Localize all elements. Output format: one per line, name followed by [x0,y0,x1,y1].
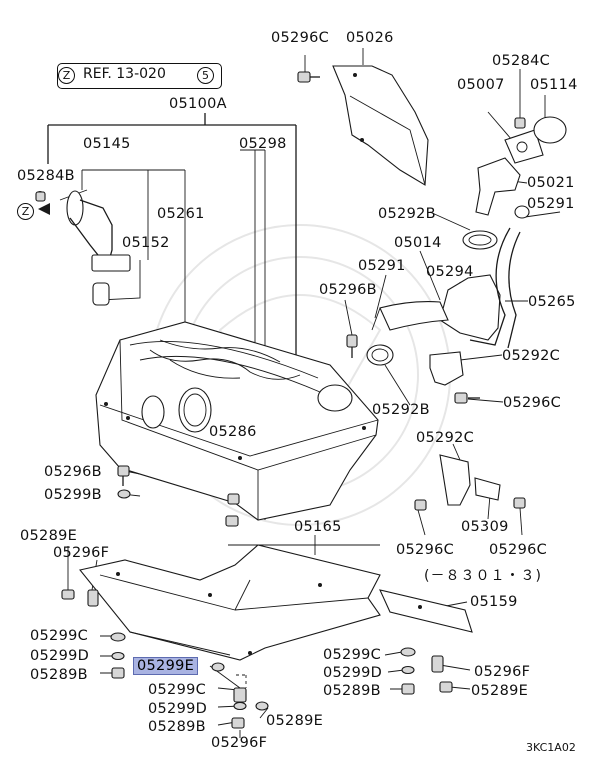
part-label-05007[interactable]: 05007 [457,77,505,93]
part-label-05299b[interactable]: 05299B [44,487,102,503]
figure-marker: 5 [197,67,214,84]
part-label-05159[interactable]: 05159 [470,594,518,610]
part-label-05021[interactable]: 05021 [527,175,575,191]
part-label-05289b-right[interactable]: 05289B [323,683,381,699]
part-label-05292b-low[interactable]: 05292B [372,402,430,418]
fuel-tank [95,321,379,521]
part-label-05014[interactable]: 05014 [394,235,442,251]
part-label-05299c-right[interactable]: 05299C [323,647,382,663]
part-label-05299c-bottom[interactable]: 05299C [148,682,207,698]
part-label-05296b-left[interactable]: 05296B [44,464,102,480]
part-label-05299d-left[interactable]: 05299D [30,648,90,664]
skid-hardware [61,589,453,729]
part-label-05289e-left[interactable]: 05289E [20,528,78,544]
part-label-05309[interactable]: 05309 [461,519,509,535]
part-label-05165[interactable]: 05165 [294,519,342,535]
part-label-05261[interactable]: 05261 [157,206,205,222]
diagram-code: 3KC1A02 [526,741,576,754]
filler-neck [371,116,567,349]
part-label-05296f-bottom[interactable]: 05296F [211,735,268,751]
part-label-05296f-right[interactable]: 05296F [474,664,531,680]
part-label-05292b-top[interactable]: 05292B [378,206,436,222]
sender-unit [36,190,131,306]
part-label-05145[interactable]: 05145 [83,136,131,152]
part-label-05284b[interactable]: 05284B [17,168,75,184]
date-note: (－８３０１・３) [424,568,542,584]
bolts [35,71,526,527]
clamps [366,205,530,506]
part-label-05026[interactable]: 05026 [346,30,394,46]
part-label-05298[interactable]: 05298 [239,136,287,152]
part-label-05114[interactable]: 05114 [530,77,578,93]
part-label-05292c-b[interactable]: 05292C [416,430,475,446]
part-label-05265[interactable]: 05265 [528,294,576,310]
zone-marker: Z [58,67,75,84]
part-label-05299e-selected[interactable]: 05299E [132,657,199,675]
part-label-05291-mid[interactable]: 05291 [358,258,406,274]
part-label-05296c-low2[interactable]: 05296C [489,542,548,558]
part-label-05291-right[interactable]: 05291 [527,196,575,212]
part-label-05299d-right[interactable]: 05299D [323,665,383,681]
part-label-05296c-mid[interactable]: 05296C [503,395,562,411]
heat-shield [332,65,429,186]
part-label-05299c-left[interactable]: 05299C [30,628,89,644]
reference-box [57,63,222,89]
part-label-05296c-top[interactable]: 05296C [271,30,330,46]
part-label-05296c-low1[interactable]: 05296C [396,542,455,558]
part-label-05100a[interactable]: 05100A [169,96,227,112]
part-label-05299d-bottom[interactable]: 05299D [148,701,208,717]
part-label-05296b[interactable]: 05296B [319,282,377,298]
direction-marker: Z [17,203,34,220]
reference-text: REF. 13-020 [83,66,166,82]
part-label-05286[interactable]: 05286 [209,424,257,440]
part-label-05296f-left[interactable]: 05296F [53,545,110,561]
part-label-05294[interactable]: 05294 [426,264,474,280]
part-label-05152[interactable]: 05152 [122,235,170,251]
part-label-05292c-a[interactable]: 05292C [502,348,561,364]
part-label-05289e-bottom[interactable]: 05289E [266,713,324,729]
part-label-05284c[interactable]: 05284C [492,53,551,69]
part-label-05289b-bottom[interactable]: 05289B [148,719,206,735]
skid-plate [79,544,473,661]
part-label-05289b-left[interactable]: 05289B [30,667,88,683]
part-label-05289e-right[interactable]: 05289E [471,683,529,699]
